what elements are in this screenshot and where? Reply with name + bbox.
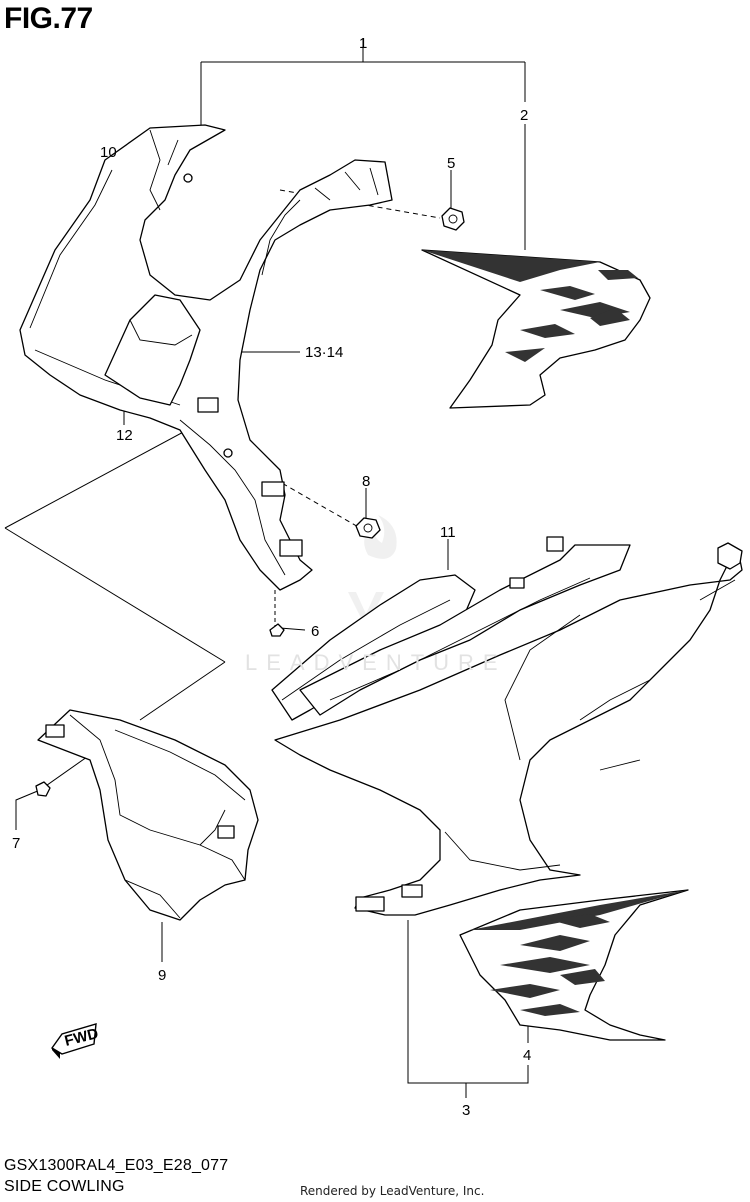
callout-7: 7	[12, 835, 20, 852]
lower-panel-9	[37, 709, 259, 921]
inner-panel-13-14	[19, 124, 393, 591]
screw-6	[269, 623, 285, 637]
callout-2: 2	[520, 107, 528, 124]
watermark-text: LEADVENTURE	[245, 650, 507, 675]
inner-strip-11	[271, 536, 631, 721]
leader-lines	[4, 38, 529, 1098]
callout-11: 11	[440, 524, 456, 541]
fwd-arrow-icon: FWD	[50, 1023, 100, 1059]
callout-labels: 1 2 3 4 5 6 7 8 9 10 11 12 13·14	[12, 35, 531, 1119]
decal-2	[421, 249, 651, 409]
diagram-caption: SIDE COWLING	[4, 1178, 125, 1195]
side-cowling-3	[274, 542, 743, 916]
figure-title: FIG.77	[4, 2, 93, 35]
callout-5: 5	[447, 155, 455, 172]
callout-8: 8	[362, 473, 370, 490]
grommet-8	[355, 517, 381, 539]
watermark-logo	[348, 515, 397, 628]
callout-9: 9	[158, 967, 166, 984]
callout-12: 12	[116, 427, 133, 444]
callout-6: 6	[311, 623, 319, 640]
grommet-5	[441, 207, 465, 231]
render-credit: Rendered by LeadVenture, Inc.	[300, 1184, 485, 1198]
screw-7	[35, 781, 51, 797]
decal-4	[459, 889, 689, 1041]
callout-10: 10	[100, 144, 117, 161]
callout-13-14: 13·14	[305, 344, 343, 361]
callout-4: 4	[523, 1047, 531, 1064]
fwd-label: FWD	[63, 1025, 100, 1050]
diagram-code: GSX1300RAL4_E03_E28_077	[4, 1157, 229, 1174]
callout-1: 1	[359, 35, 367, 52]
callout-3: 3	[462, 1102, 470, 1119]
